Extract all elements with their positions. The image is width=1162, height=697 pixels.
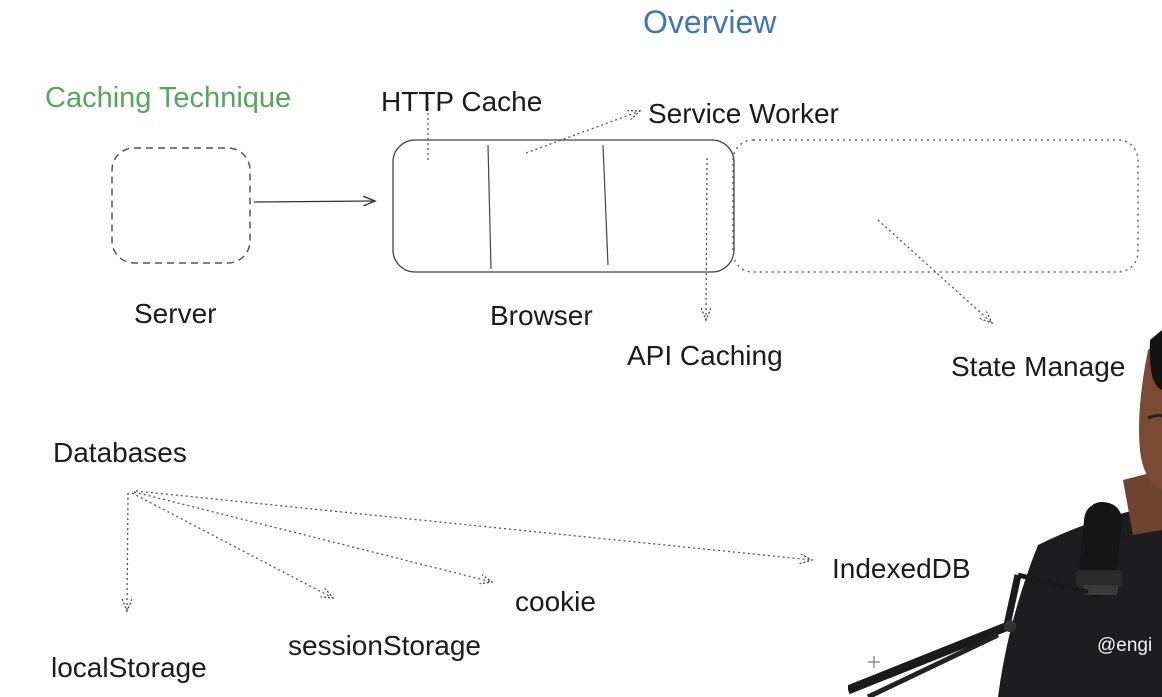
http-cache-label: HTTP Cache (381, 86, 543, 117)
service-worker-arrow (525, 111, 640, 154)
db-to-indexeddb-arrow (135, 490, 812, 560)
db-to-sessionstorage-arrow (131, 492, 333, 598)
session-storage-label: sessionStorage (288, 630, 482, 661)
state-dotted-box (732, 139, 1139, 273)
api-caching-arrow (706, 157, 707, 320)
browser-divider-1 (487, 144, 492, 270)
cookie-label: cookie (515, 586, 596, 617)
presenter-handle: @engi (1097, 635, 1153, 656)
databases-label: Databases (53, 437, 187, 468)
section-heading: Caching Technique (45, 82, 292, 114)
server-box (111, 147, 251, 264)
indexeddb-label: IndexedDB (832, 553, 971, 584)
browser-divider-2 (602, 144, 609, 266)
local-storage-label: localStorage (51, 652, 207, 683)
browser-label: Browser (490, 300, 593, 331)
state-management-arrow (877, 219, 992, 323)
db-to-localstorage-arrow (127, 492, 128, 611)
presenter-webcam-overlay (848, 330, 1162, 697)
db-to-cookie-arrow (133, 491, 492, 582)
browser-box (392, 139, 735, 273)
server-label: Server (134, 298, 217, 329)
server-to-browser-arrow (253, 201, 375, 202)
presenter-illustration (848, 330, 1162, 697)
api-caching-label: API Caching (627, 340, 783, 371)
state-management-label: State Manage (951, 351, 1126, 382)
page-title: Overview (643, 4, 777, 40)
service-worker-label: Service Worker (648, 98, 839, 129)
